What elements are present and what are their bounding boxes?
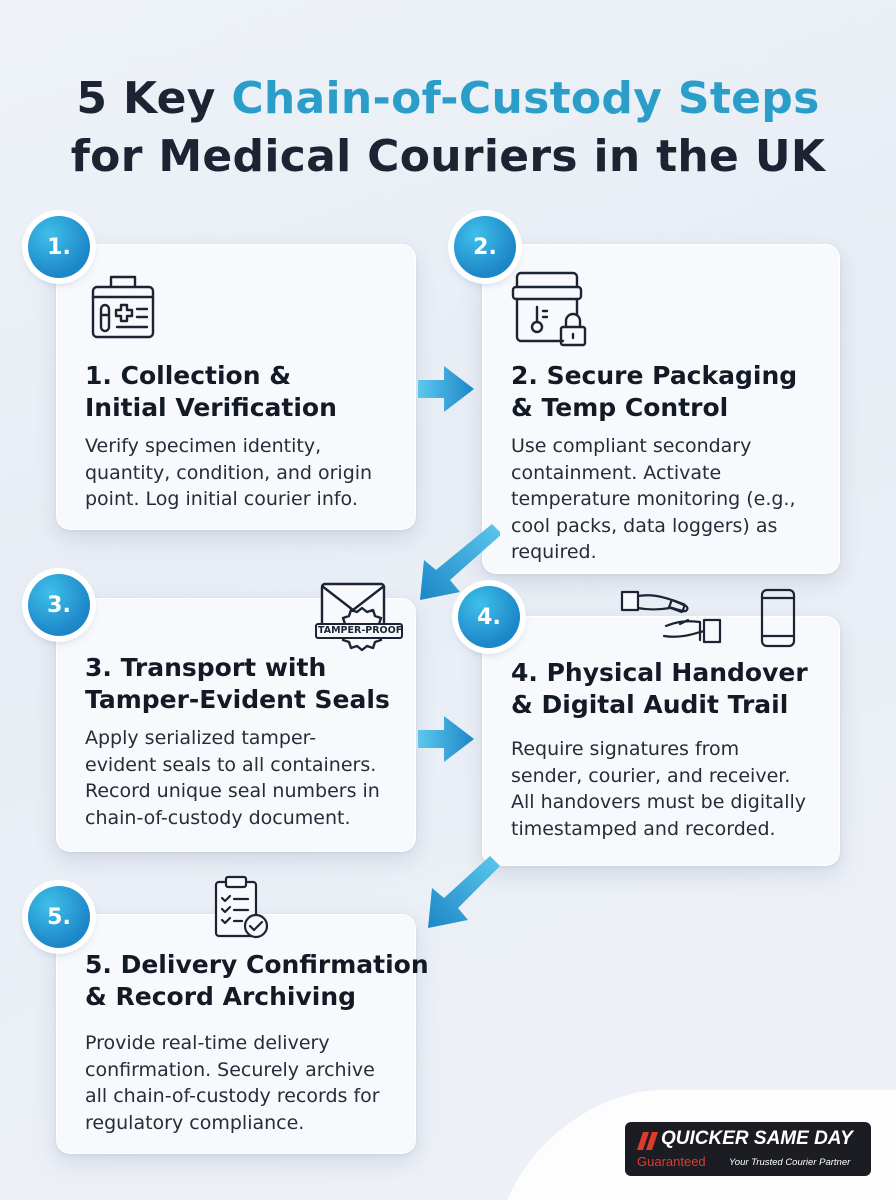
step-1-heading: 1. Collection & Initial Verification [85, 361, 337, 422]
step-badge-3: 3. [28, 574, 90, 636]
page-title: 5 Key Chain-of-Custody Steps for Medical… [0, 70, 896, 186]
brand-name: QUICKER SAME DAY [661, 1128, 853, 1149]
step-card-4: 4. Physical Handover & Digital Audit Tra… [482, 616, 840, 866]
step-1-body: Verify specimen identity, quantity, cond… [85, 435, 373, 510]
step-badge-4: 4. [458, 586, 520, 648]
step-5-heading: 5. Delivery Confirmation & Record Archiv… [85, 950, 429, 1011]
clipboard-check-icon [212, 874, 272, 942]
step-badge-2: 2. [454, 216, 516, 278]
step-badge-5: 5. [28, 886, 90, 948]
title-accent: Chain-of-Custody Steps [231, 73, 820, 124]
arrow-step1-to-step2 [418, 366, 474, 412]
tamper-proof-envelope-icon [314, 580, 404, 664]
step-badge-1: 1. [28, 216, 90, 278]
brand-sub: Guaranteed [637, 1154, 706, 1169]
title-prefix: 5 Key [76, 73, 232, 124]
step-3-body: Apply serialized tamper- evident seals t… [85, 727, 380, 829]
medical-kit-icon [83, 265, 163, 345]
step-4-body: Require signatures from sender, courier,… [511, 738, 806, 840]
step-3-heading: 3. Transport with Tamper-Evident Seals [85, 653, 390, 714]
step-card-1: 1. Collection & Initial Verification Ver… [56, 244, 416, 530]
step-5-body: Provide real-time delivery confirmation.… [85, 1032, 380, 1134]
handover-phone-icon [620, 586, 800, 652]
step-2-body: Use compliant secondary containment. Act… [511, 435, 796, 563]
cooler-lock-icon [507, 265, 593, 351]
brand-tagline: Your Trusted Courier Partner [729, 1157, 851, 1168]
arrow-step3-to-step4 [418, 716, 474, 762]
arrow-step2-to-step3 [420, 524, 500, 600]
step-card-5: 5. Delivery Confirmation & Record Archiv… [56, 914, 429, 1154]
step-2-heading: 2. Secure Packaging & Temp Control [511, 361, 798, 422]
step-4-heading: 4. Physical Handover & Digital Audit Tra… [511, 658, 808, 719]
brand-slash-icon [637, 1132, 658, 1150]
brand-logo: QUICKER SAME DAY Guaranteed Your Trusted… [625, 1122, 871, 1176]
tamper-proof-stamp-label: TAMPER-PROOF [318, 625, 403, 636]
title-line2: for Medical Couriers in the UK [70, 131, 826, 182]
step-card-2: 2. Secure Packaging & Temp Control Use c… [482, 244, 840, 574]
arrow-step4-to-step5 [428, 856, 500, 928]
